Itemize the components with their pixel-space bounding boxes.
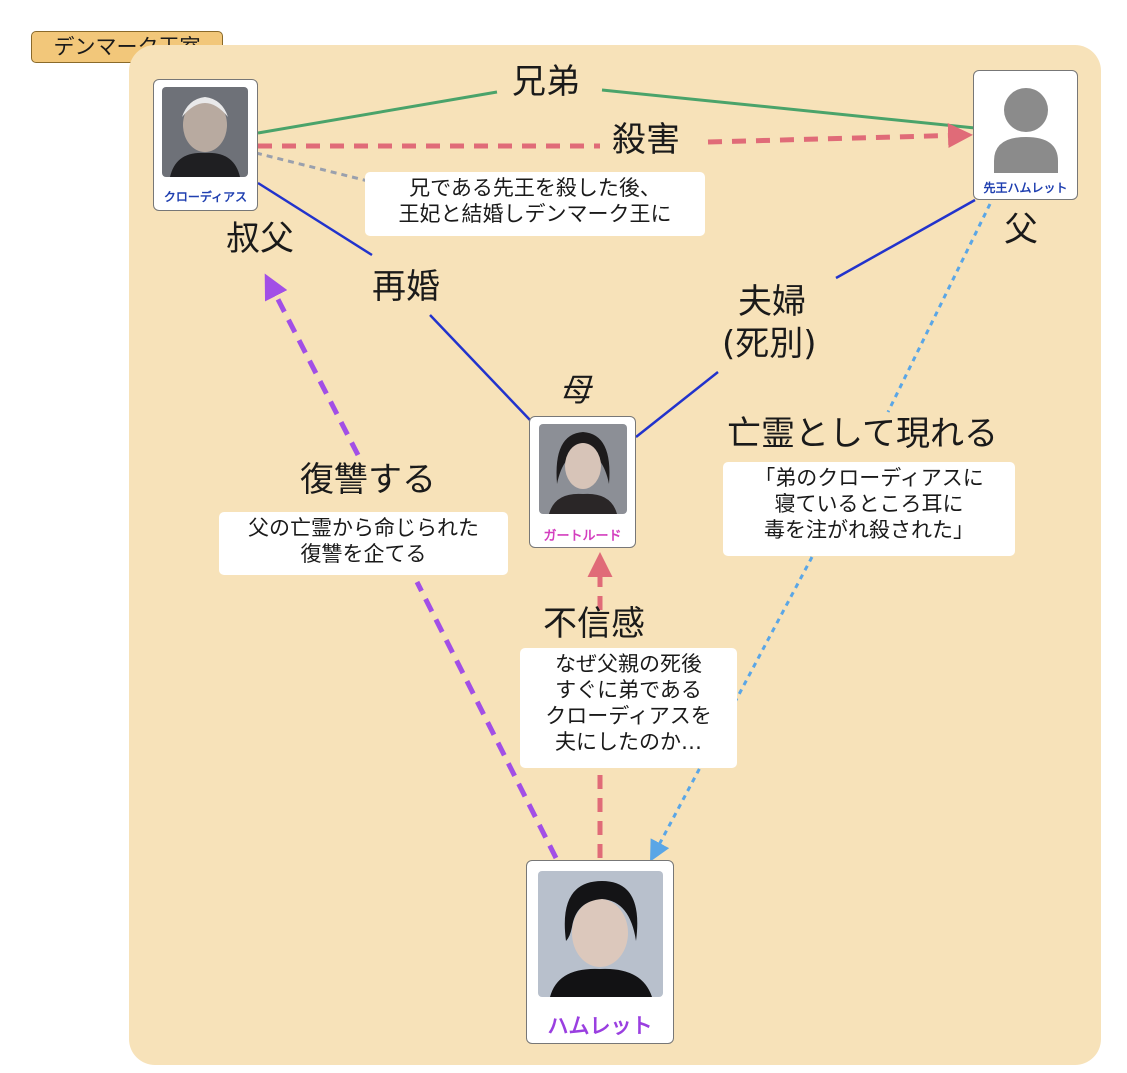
character-card-gertrude[interactable]: ガートルード [529, 416, 636, 548]
note-distrust-line: 夫にしたのか… [555, 730, 702, 754]
note-distrust: なぜ父親の死後 すぐに弟である クローディアスを 夫にしたのか… [520, 648, 737, 768]
note-ghost-line: 「弟のクローディアスに [754, 466, 984, 490]
hamlet-portrait-photo [538, 871, 663, 997]
couple-line [635, 198, 976, 438]
label-murder: 殺害 [612, 120, 680, 160]
note-distrust-line: クローディアスを [545, 704, 712, 728]
label-revenge: 復讐する [300, 460, 436, 500]
note-claudius: 兄である先王を殺した後、 王妃と結婚しデンマーク王に [365, 172, 705, 236]
revenge-arrow [267, 278, 559, 860]
late-king-name: 先王ハムレット [983, 181, 1068, 195]
hamlet-name: ハムレット [547, 1014, 653, 1038]
note-connector-line [255, 151, 369, 183]
claudius-portrait-photo [162, 87, 248, 177]
label-uncle: 叔父 [226, 219, 294, 259]
note-ghost: 「弟のクローディアスに 寝ているところ耳に 毒を注がれ殺された」 [723, 462, 1015, 556]
gertrude-name: ガートルード [543, 529, 622, 544]
note-distrust-line: すぐに弟である [555, 678, 702, 702]
label-couple-line2: (死別) [722, 324, 817, 364]
character-card-hamlet[interactable]: ハムレット [526, 860, 674, 1044]
note-claudius-line: 王妃と結婚しデンマーク王に [398, 202, 672, 226]
label-mother: 母 [559, 371, 592, 409]
note-distrust-line: なぜ父親の死後 [555, 652, 702, 676]
brothers-line [257, 88, 976, 135]
label-father: 父 [1004, 210, 1038, 250]
note-revenge-line: 父の亡霊から命じられた [248, 516, 479, 540]
note-claudius-line: 兄である先王を殺した後、 [409, 176, 661, 200]
gertrude-portrait-photo [539, 424, 627, 514]
placeholder-silhouette-icon [984, 77, 1068, 175]
murder-arrow [258, 135, 968, 146]
claudius-name: クローディアス [163, 190, 248, 204]
label-couple-line1: 夫婦 [738, 282, 806, 322]
label-remarriage: 再婚 [372, 267, 440, 307]
remarriage-line [257, 181, 531, 421]
note-revenge: 父の亡霊から命じられた 復讐を企てる [219, 512, 508, 575]
label-distrust: 不信感 [543, 604, 645, 644]
label-ghost: 亡霊として現れる [727, 414, 998, 454]
note-revenge-line: 復讐を企てる [300, 542, 427, 566]
character-card-claudius[interactable]: クローディアス [153, 79, 258, 211]
label-brothers: 兄弟 [512, 62, 580, 102]
note-ghost-line: 寝ているところ耳に [774, 492, 964, 516]
character-card-late-king[interactable]: 先王ハムレット [973, 70, 1078, 200]
note-ghost-line: 毒を注がれ殺された」 [764, 518, 974, 542]
